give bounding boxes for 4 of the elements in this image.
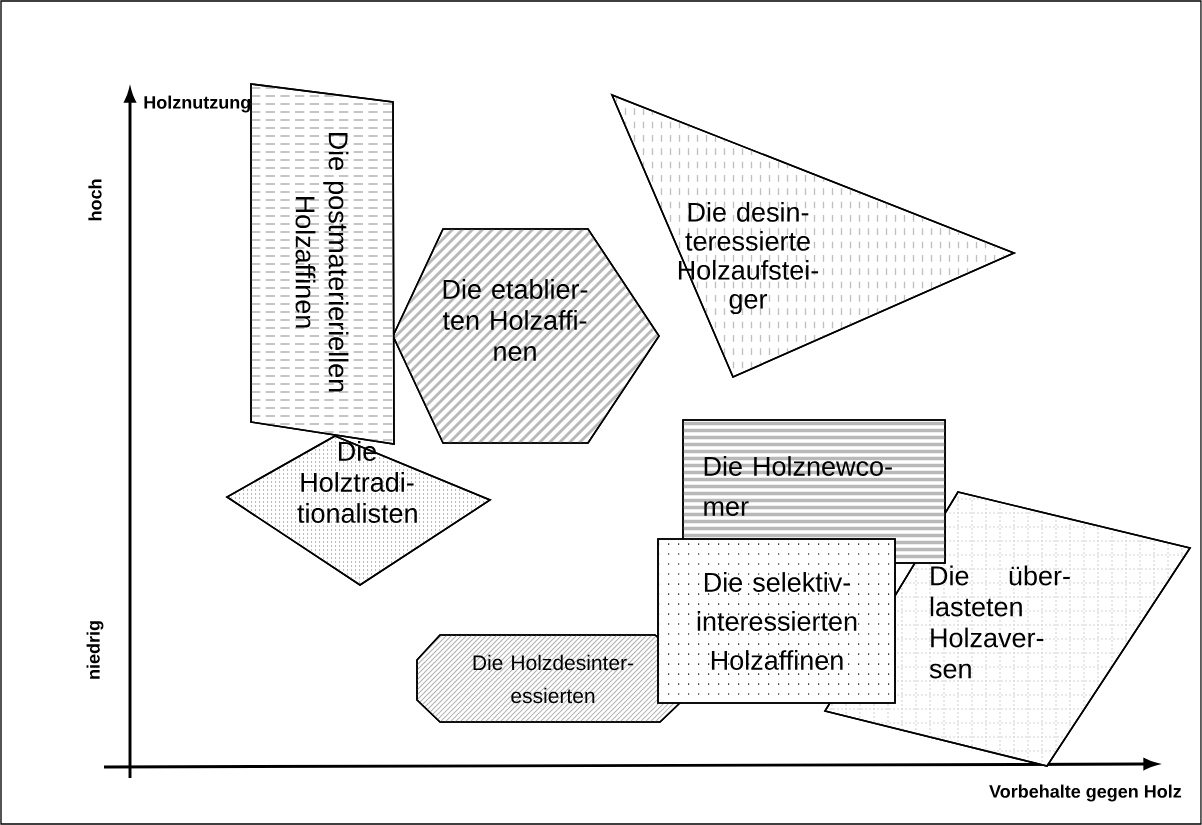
node-label: Die über- lasteten Holzaver- sen xyxy=(929,565,1070,679)
axis-label: Vorbehalte gegen Holz xyxy=(989,784,1182,802)
axis-label: niedrig xyxy=(86,621,104,679)
axis-label: hoch xyxy=(88,179,102,221)
